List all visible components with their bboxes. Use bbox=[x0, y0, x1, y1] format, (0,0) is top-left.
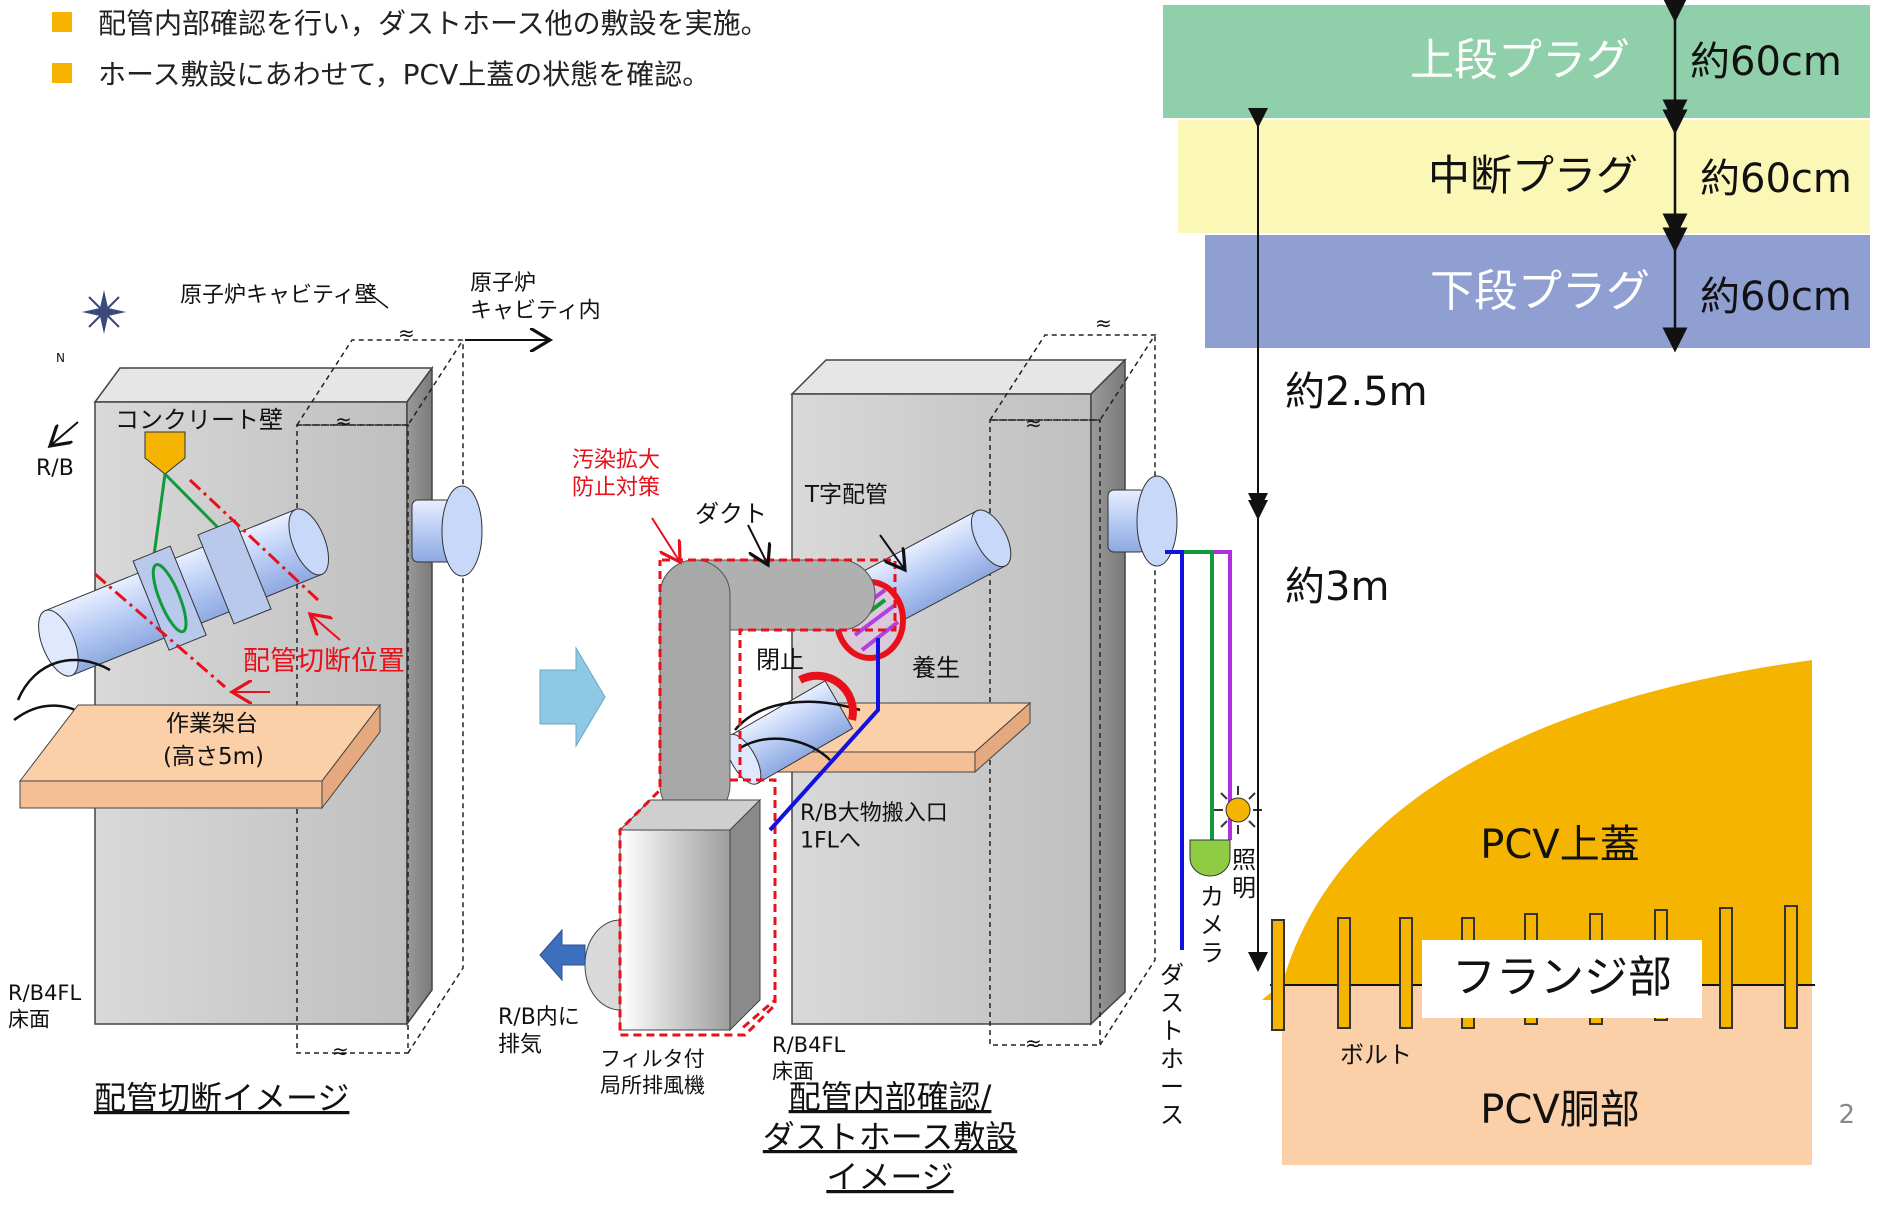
curing-label: 養生 bbox=[912, 654, 960, 682]
pcv-body-label: PCV胴部 bbox=[1480, 1087, 1639, 1133]
lower-plug bbox=[1205, 235, 1870, 348]
distance-1: 約2.5m bbox=[1285, 369, 1428, 415]
svg-text:≈: ≈ bbox=[1025, 1031, 1042, 1055]
thickness-1: 約60cm bbox=[1690, 39, 1842, 85]
reactor-inside-label: 原子炉キャビティ内 bbox=[470, 271, 601, 324]
thickness-2: 約60cm bbox=[1700, 156, 1852, 202]
bullet-square-icon bbox=[52, 63, 72, 83]
reactor-wall-label: 原子炉キャビティ壁 bbox=[180, 283, 377, 308]
bolt-label: ボルト bbox=[1340, 1041, 1412, 1069]
middle-plug-label: 中断プラグ bbox=[1428, 151, 1638, 200]
flange-label-box bbox=[1422, 940, 1702, 1018]
upper-plug bbox=[1163, 5, 1870, 118]
right-arrow-icon bbox=[539, 646, 606, 748]
lower-plug-label: 下段プラグ bbox=[1430, 266, 1650, 317]
pcv-top bbox=[1282, 660, 1812, 985]
bullet-1: 配管内部確認を行い，ダストホース他の敷設を実施。 bbox=[52, 2, 769, 42]
left-diagram: N ≈ ≈ ≈ bbox=[8, 271, 601, 1117]
page-number: 2 bbox=[1838, 1100, 1855, 1130]
right-diagram: 上段プラグ 中断プラグ 下段プラグ 約60cm 約60cm 約60cm 約2.5… bbox=[1160, 0, 1870, 1165]
fan-label: フィルタ付局所排風機 bbox=[600, 1047, 705, 1097]
camera-label: カメラ bbox=[1200, 883, 1224, 967]
svg-text:≈: ≈ bbox=[1025, 411, 1042, 435]
camera-icon bbox=[1189, 839, 1231, 877]
closure-label: 閉止 bbox=[756, 646, 804, 674]
exhaust-arrow-icon bbox=[539, 928, 586, 982]
light-label: 照明 bbox=[1232, 846, 1256, 902]
svg-text:≈: ≈ bbox=[332, 1039, 349, 1063]
middle-diagram: ≈ ≈ ≈ bbox=[498, 311, 1262, 1196]
rb-label: R/B bbox=[36, 456, 74, 481]
t-pipe-label: T字配管 bbox=[804, 482, 888, 508]
platform-height-label: (高さ5m) bbox=[163, 744, 264, 770]
light-icon bbox=[1214, 786, 1262, 834]
middle-caption: 配管内部確認/ダストホース敷設イメージ bbox=[763, 1078, 1017, 1196]
svg-text:≈: ≈ bbox=[1095, 311, 1112, 335]
contamination-label: 汚染拡大防止対策 bbox=[572, 448, 660, 501]
platform-label: 作業架台 bbox=[166, 711, 258, 737]
upper-plug-label: 上段プラグ bbox=[1410, 35, 1630, 86]
svg-text:≈: ≈ bbox=[335, 409, 352, 433]
thickness-3: 約60cm bbox=[1700, 274, 1852, 320]
bullet-1-text: 配管内部確認を行い，ダストホース他の敷設を実施。 bbox=[98, 7, 769, 40]
bullet-2-text: ホース敷設にあわせて，PCV上蓋の状態を確認。 bbox=[98, 58, 711, 91]
duct-label: ダクト bbox=[695, 500, 767, 528]
bullet-2: ホース敷設にあわせて，PCV上蓋の状態を確認。 bbox=[52, 53, 710, 93]
bullet-square-icon bbox=[52, 12, 72, 32]
dust-hose-label: ダストホース bbox=[1160, 961, 1184, 1129]
svg-text:N: N bbox=[56, 351, 65, 365]
flange-label: フランジ部 bbox=[1452, 952, 1672, 1003]
exhaust-label: R/B内に排気 bbox=[498, 1005, 580, 1058]
cut-position-label: 配管切断位置 bbox=[243, 646, 405, 677]
compass-icon: N bbox=[56, 290, 126, 365]
distance-2: 約3m bbox=[1285, 564, 1389, 610]
svg-text:≈: ≈ bbox=[398, 321, 415, 345]
middle-plug bbox=[1178, 120, 1870, 233]
left-caption: 配管切断イメージ bbox=[94, 1079, 349, 1117]
pcv-top-label: PCV上蓋 bbox=[1480, 822, 1639, 868]
concrete-wall-label: コンクリート壁 bbox=[115, 406, 283, 434]
